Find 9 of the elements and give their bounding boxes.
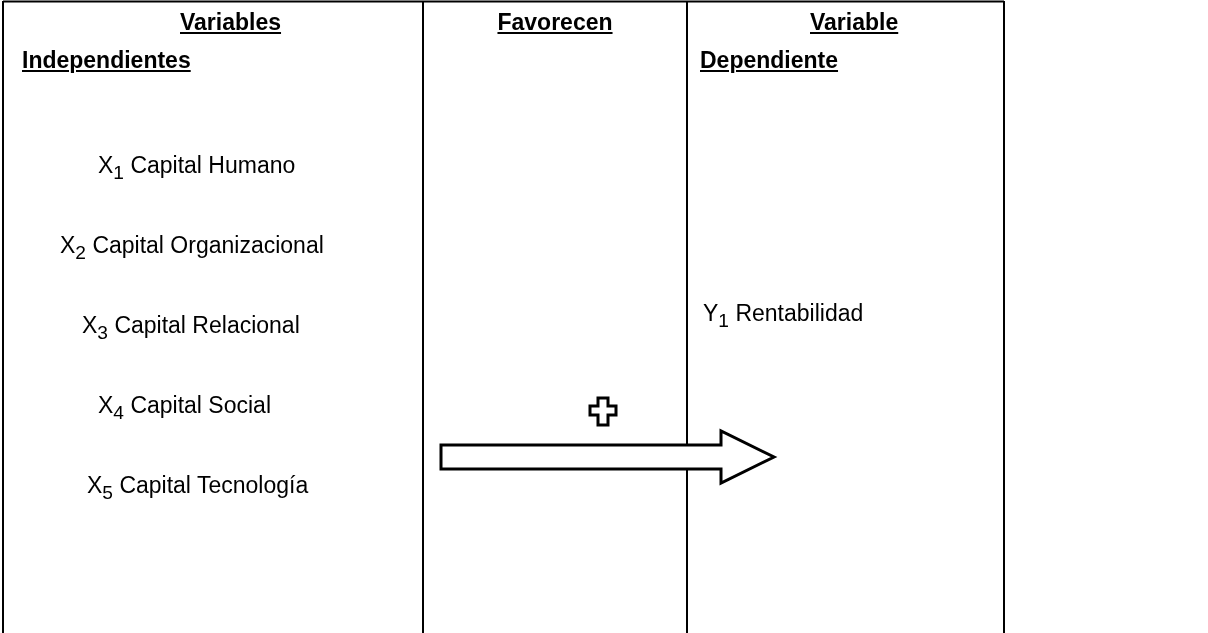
variable-label: X$_{5}$ Capital Tecnología	[87, 471, 309, 505]
column-heading: Variable Dependiente	[700, 8, 900, 75]
column-heading: Variables Independientes	[22, 8, 283, 75]
variable-label: X$_{4}$ Capital Social	[98, 391, 272, 425]
variable-label: Y$_{1}$ Rentabilidad	[703, 299, 864, 333]
variable-label: X$_{2}$ Capital Organizacional	[60, 231, 324, 265]
variable-label: X$_{1}$ Capital Humano	[98, 151, 296, 185]
column-heading: Favorecen	[496, 8, 614, 37]
variable-label: X$_{3}$ Capital Relacional	[82, 311, 300, 345]
